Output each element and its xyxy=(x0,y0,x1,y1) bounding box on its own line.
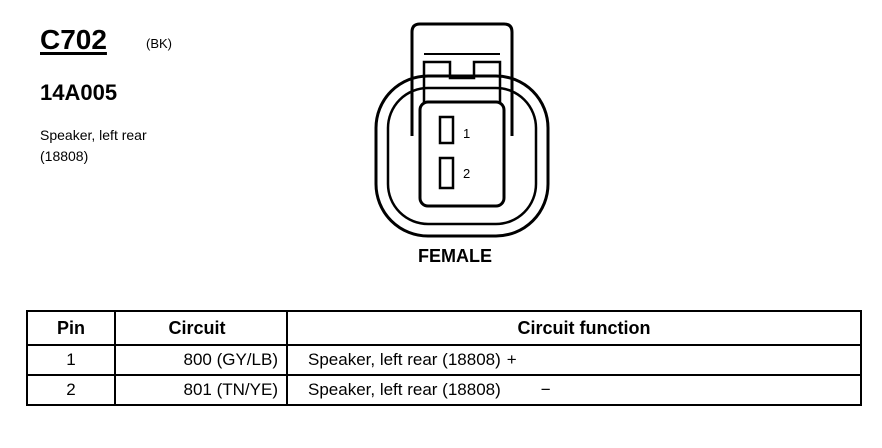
row-pin: 1 xyxy=(26,344,116,376)
pin-table: Pin Circuit Circuit function 1 800 (GY/L… xyxy=(26,310,862,406)
pin-cavity-block xyxy=(418,100,506,208)
part-number: 14A005 xyxy=(40,80,118,105)
row-pin: 2 xyxy=(26,374,116,406)
terminal-pin-2 xyxy=(438,156,455,190)
table-header-row: Pin Circuit Circuit function xyxy=(26,310,862,346)
header-pin: Pin xyxy=(26,310,116,346)
row-function: Speaker, left rear (18808) − xyxy=(286,374,862,406)
connector-face-diagram: 1 2 xyxy=(374,22,550,238)
color-code: (BK) xyxy=(146,36,172,51)
polarity-sign: − xyxy=(540,380,551,399)
pin-label-2: 2 xyxy=(463,166,470,181)
function-text: Speaker, left rear (18808) xyxy=(308,350,501,369)
row-circuit: 801 (TN/YE) xyxy=(114,374,288,406)
header-circuit-function: Circuit function xyxy=(286,310,862,346)
connector-id: C702 xyxy=(40,24,107,55)
locking-tab xyxy=(410,22,514,136)
description-line-1: Speaker, left rear xyxy=(40,127,147,143)
gender-label: FEMALE xyxy=(418,246,492,266)
table-row: 1 800 (GY/LB) Speaker, left rear (18808)… xyxy=(26,344,862,376)
row-circuit: 800 (GY/LB) xyxy=(114,344,288,376)
locking-tab-inner xyxy=(422,60,502,118)
connector-housing-outer xyxy=(374,74,550,238)
function-text: Speaker, left rear (18808) xyxy=(308,380,501,399)
connector-housing-inner xyxy=(386,86,538,226)
terminal-pin-1 xyxy=(438,115,455,145)
header-circuit: Circuit xyxy=(114,310,288,346)
pin-label-1: 1 xyxy=(463,126,470,141)
description-line-2: (18808) xyxy=(40,148,89,164)
row-function: Speaker, left rear (18808) + xyxy=(286,344,862,376)
polarity-sign: + xyxy=(506,350,517,369)
table-row: 2 801 (TN/YE) Speaker, left rear (18808)… xyxy=(26,374,862,406)
